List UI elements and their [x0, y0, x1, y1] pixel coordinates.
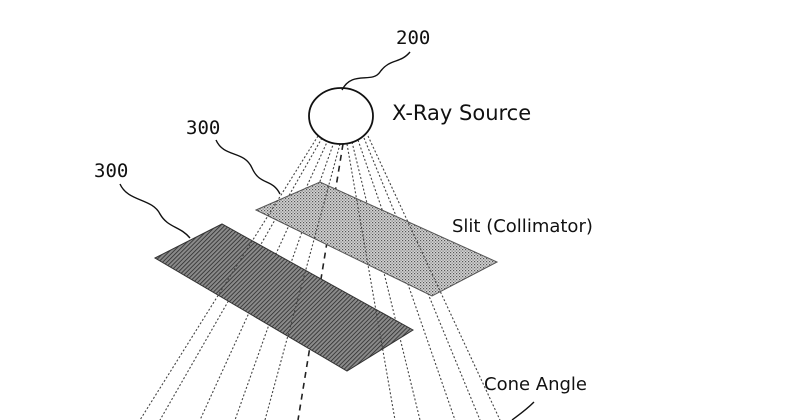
beam-ray	[346, 143, 396, 420]
xray-source-circle	[308, 87, 374, 145]
leader-cone-angle	[511, 401, 535, 420]
leader-300-near	[215, 139, 281, 195]
beam-ray	[367, 135, 501, 420]
leader-200	[341, 51, 411, 91]
label-xray-source: X-Ray Source	[392, 101, 531, 125]
ref-200: 200	[396, 27, 430, 49]
ref-300-far: 300	[94, 160, 128, 182]
leader-300-far	[119, 183, 191, 239]
label-cone-angle: Cone Angle	[484, 374, 587, 395]
slit-collimator-far	[254, 181, 499, 297]
ref-300-near: 300	[186, 117, 220, 139]
slit-collimator-near	[153, 223, 414, 372]
beam-rays-front	[139, 135, 501, 420]
label-slit-collimator: Slit (Collimator)	[452, 216, 593, 237]
